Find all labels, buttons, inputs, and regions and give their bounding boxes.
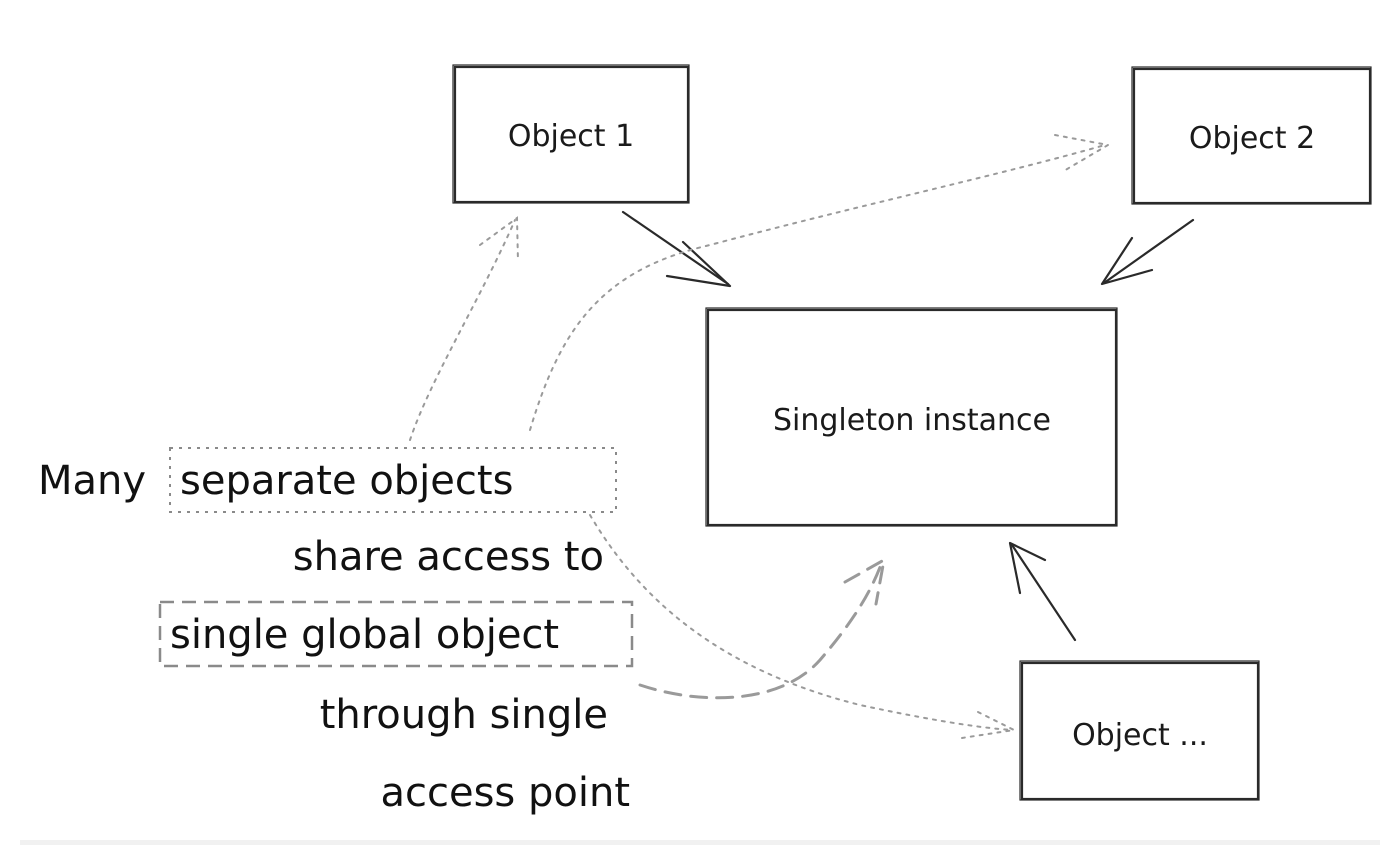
object-n-node: Object ... bbox=[1019, 660, 1260, 801]
dotted-arrow-to-object-1 bbox=[409, 216, 519, 441]
arrow-object-1-to-singleton bbox=[621, 210, 732, 288]
object-1-label: Object 1 bbox=[508, 119, 634, 154]
object-1-node: Object 1 bbox=[452, 64, 690, 204]
caption-through-single: through single bbox=[320, 692, 608, 738]
object-2-label: Object 2 bbox=[1189, 121, 1315, 156]
caption-single-global-object: single global object bbox=[170, 612, 559, 658]
caption-separate-objects: separate objects bbox=[180, 458, 513, 504]
dashed-arrow-to-singleton bbox=[638, 557, 887, 700]
caption-many: Many bbox=[38, 458, 146, 504]
dotted-arrow-to-object-2 bbox=[529, 134, 1111, 431]
single-global-object-highlight bbox=[158, 600, 634, 668]
arrow-object-n-to-singleton bbox=[1008, 541, 1077, 642]
caption-share-access: share access to bbox=[293, 534, 604, 580]
object-n-label: Object ... bbox=[1072, 718, 1208, 753]
separate-objects-highlight bbox=[169, 447, 617, 513]
caption-access-point: access point bbox=[380, 770, 630, 816]
arrow-object-2-to-singleton bbox=[1100, 218, 1195, 286]
bottom-divider bbox=[20, 840, 1380, 845]
dotted-arrow-to-object-n bbox=[589, 514, 1018, 739]
object-2-node: Object 2 bbox=[1131, 66, 1372, 205]
singleton-instance-node: Singleton instance bbox=[705, 307, 1118, 527]
singleton-instance-label: Singleton instance bbox=[773, 403, 1051, 438]
